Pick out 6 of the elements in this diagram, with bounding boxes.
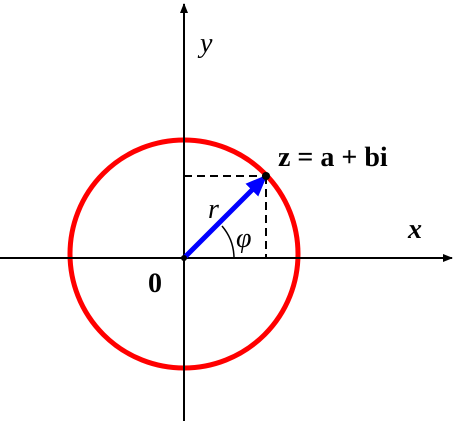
axis-label: 0 — [148, 270, 162, 298]
axis-label: r — [208, 196, 219, 224]
axis-label: φ — [236, 225, 252, 253]
axis-label: z = a + bi — [278, 144, 388, 172]
axis-label: x — [408, 216, 422, 244]
axis-label: y — [200, 30, 212, 58]
